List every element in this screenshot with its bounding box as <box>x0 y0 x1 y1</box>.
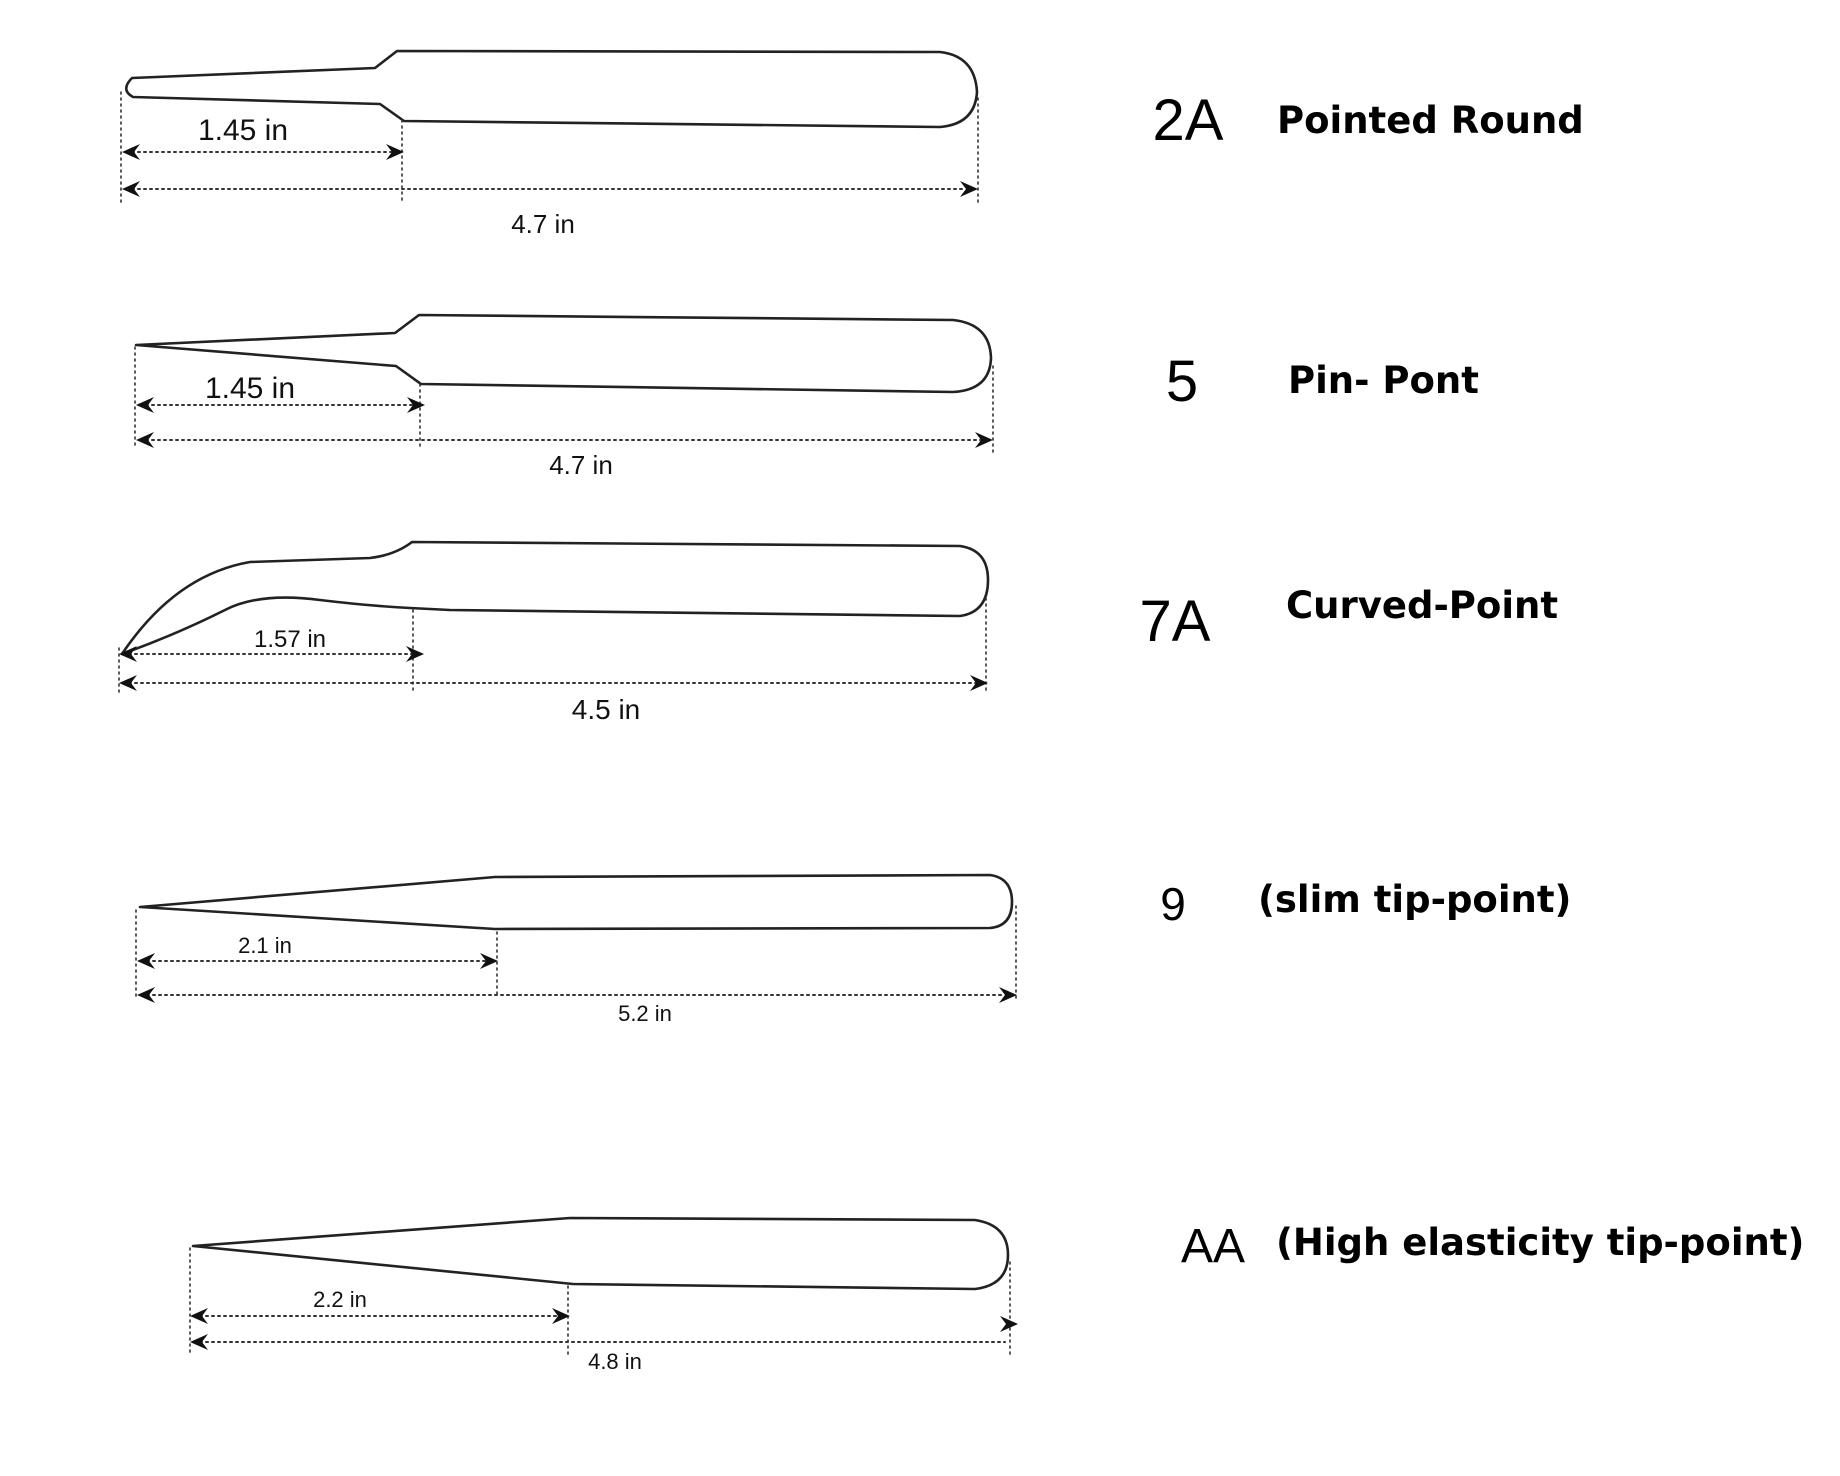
tweezer-outline <box>134 313 993 394</box>
tweezer-aa: 2.2 in 4.8 in AA (High elasticity tip-po… <box>189 1216 1804 1374</box>
model-name: (High elasticity tip-point) <box>1276 1221 1804 1264</box>
tweezer-7a: 1.57 in 4.5 in 7A Curved-Point <box>118 540 1558 725</box>
model-name: Curved-Point <box>1286 584 1558 627</box>
tip-length-label: 2.1 in <box>238 933 292 958</box>
total-length-label: 4.8 in <box>588 1349 642 1374</box>
model-name: (slim tip-point) <box>1258 878 1571 921</box>
tweezer-5: 1.45 in 4.7 in 5 Pin- Pont <box>134 313 1479 480</box>
tip-length-label: 2.2 in <box>313 1287 367 1312</box>
model-name: Pin- Pont <box>1288 359 1479 402</box>
tip-length-label: 1.45 in <box>198 114 288 147</box>
model-label: AA <box>1181 1220 1245 1273</box>
model-label: 5 <box>1166 349 1198 414</box>
tweezer-2a: 1.45 in 4.7 in 2A Pointed Round <box>120 49 1584 239</box>
model-label: 7A <box>1140 589 1211 654</box>
tweezer-outline <box>138 873 1014 931</box>
model-label: 9 <box>1160 878 1186 930</box>
total-length-label: 4.7 in <box>549 450 613 480</box>
tweezer-outline <box>124 49 979 129</box>
tweezer-outline <box>191 1216 1010 1291</box>
tip-length-label: 1.57 in <box>254 626 326 653</box>
model-label: 2A <box>1153 88 1224 153</box>
tweezer-9: 2.1 in 5.2 in 9 (slim tip-point) <box>135 873 1571 1026</box>
total-length-label: 4.7 in <box>511 209 575 239</box>
tip-length-label: 1.45 in <box>205 372 295 405</box>
tweezer-outline <box>120 540 990 656</box>
total-length-label: 4.5 in <box>572 694 641 725</box>
model-name: Pointed Round <box>1277 99 1584 142</box>
total-length-label: 5.2 in <box>618 1001 672 1026</box>
